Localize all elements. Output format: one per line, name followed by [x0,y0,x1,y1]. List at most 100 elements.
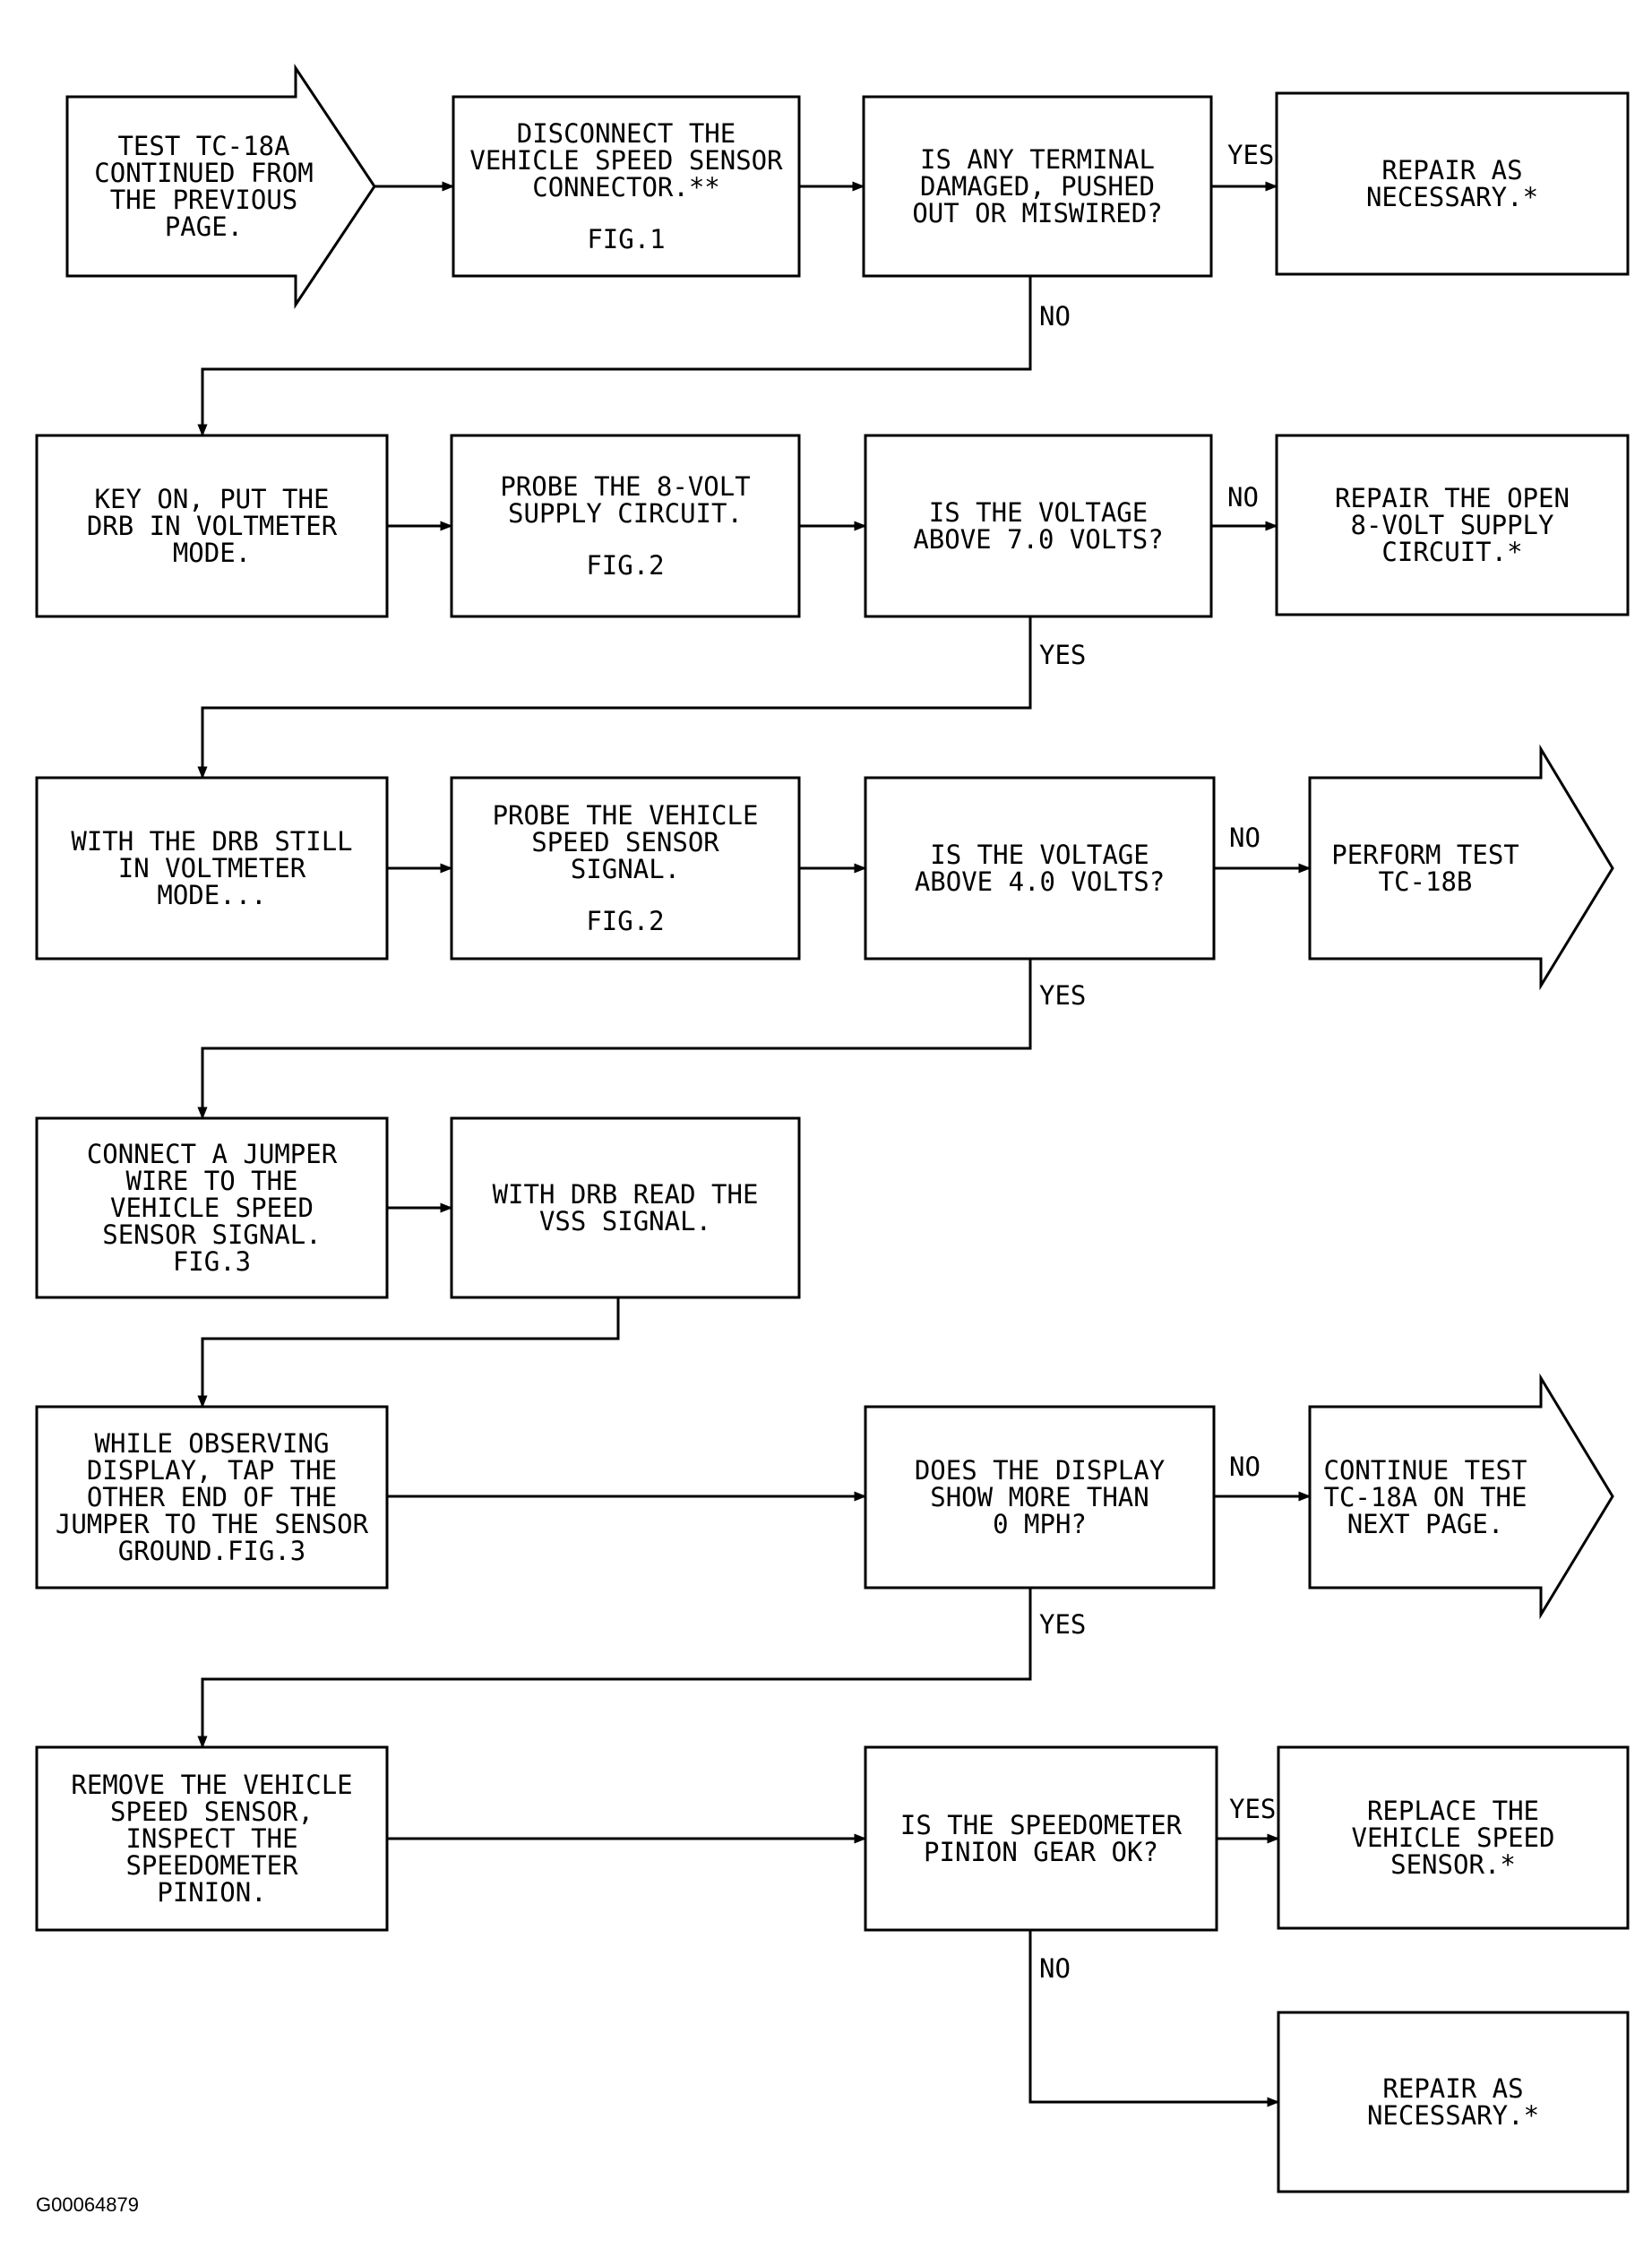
node-q-mph-shape [864,1405,1216,1590]
node-text-line: NECESSARY.* [1365,182,1539,212]
node-repair-2-shape [1277,2011,1630,2193]
node-text-line: PAGE. [164,211,244,242]
node-text-line: DAMAGED, PUSHED [920,171,1155,202]
node-text-line: IS THE VOLTAGE [928,497,1149,528]
edge-label-no: NO [1229,1452,1261,1482]
node-text-line: REPLACE THE [1366,1796,1540,1826]
node-text-line: CIRCUIT.* [1381,537,1523,567]
node-text-line: NEXT PAGE. [1347,1509,1504,1539]
edge-label-yes: YES [1039,1609,1087,1640]
node-text-line: SHOW MORE THAN [930,1482,1149,1512]
node-text-line: PROBE THE 8-VOLT [500,471,751,502]
node-text-line: ABOVE 7.0 VOLTS? [913,524,1164,555]
node-text-line: OTHER END OF THE [86,1482,338,1512]
node-text-line: CONTINUED FROM [94,158,314,188]
node-text-line: DISCONNECT THE [516,118,736,149]
edge-q-terminal-to-key-on [197,276,1032,437]
node-text-line: VEHICLE SPEED SENSOR [469,145,783,176]
edge-q-mph-to-remove-vss [197,1588,1032,1749]
node-text-line: VSS SIGNAL. [538,1206,712,1236]
document-id: G00064879 [36,2193,139,2216]
node-text-line: SENSOR SIGNAL. [102,1219,322,1250]
node-text-line: CONNECTOR.** [532,172,720,202]
node-text-line: FIG.3 [172,1246,252,1277]
node-text-line: CONNECT A JUMPER [86,1139,338,1169]
node-text-line: TC-18A ON THE [1323,1482,1527,1512]
node-tap-jumper-shape [35,1405,389,1590]
node-text-line: REPAIR AS [1381,155,1523,185]
edge-label-yes: YES [1227,140,1275,170]
node-text-line: DOES THE DISPLAY [914,1455,1166,1486]
edge-q-pinion-to-repair-2 [1028,1930,1280,2107]
edge-label-yes: YES [1039,980,1087,1011]
node-text-line: 0 MPH? [993,1509,1087,1539]
node-text-line: SIGNAL. [570,854,681,884]
node-text-line: WIRE TO THE [125,1166,298,1196]
node-text-line: WHILE OBSERVING [94,1428,330,1459]
node-remove-vss-shape [35,1745,389,1932]
edge-label-no: NO [1227,482,1259,513]
edge-label-yes: YES [1039,640,1087,670]
figure-reference: FIG.2 [586,550,665,581]
figure-reference: FIG.2 [586,906,665,936]
node-text-line: SPEED SENSOR, [110,1796,314,1827]
node-text-line: MODE. [172,538,252,568]
node-text-line: SENSOR.* [1390,1849,1516,1880]
node-text-line: DRB IN VOLTMETER [86,511,338,541]
edge-read-vss-to-tap-jumper [197,1297,620,1409]
figure-reference: FIG.1 [587,224,666,254]
node-disconnect-shape [452,95,801,278]
node-text-line: VEHICLE SPEED [1351,1822,1555,1853]
node-text-line: IN VOLTMETER [117,853,306,883]
node-text-line: TC-18B [1378,866,1473,897]
node-probe-vss-shape [450,776,801,961]
node-text-line: OUT OR MISWIRED? [912,198,1163,228]
node-text-line: REPAIR AS [1382,2073,1524,2104]
edge-label-no: NO [1039,301,1071,332]
node-text-line: VEHICLE SPEED [110,1193,314,1223]
node-text-line: TEST TC-18A [117,131,290,161]
node-text-line: WITH DRB READ THE [492,1179,759,1210]
node-text-line: IS THE VOLTAGE [930,840,1149,870]
node-text-line: ABOVE 4.0 VOLTS? [914,866,1166,897]
node-text-line: KEY ON, PUT THE [94,484,330,514]
node-replace-vss-shape [1277,1745,1630,1930]
node-text-line: SPEEDOMETER [125,1850,298,1881]
node-text-line: WITH THE DRB STILL [71,826,353,857]
node-text-line: DISPLAY, TAP THE [86,1455,338,1486]
node-connect-jumper-shape [35,1116,389,1299]
node-text-line: PROBE THE VEHICLE [492,800,759,831]
node-text-line: PINION. [157,1877,267,1908]
node-text-line: PERFORM TEST [1331,840,1519,870]
edge-label-no: NO [1229,823,1261,853]
node-text-line: IS ANY TERMINAL [920,144,1155,175]
node-text-line: 8-VOLT SUPPLY [1350,510,1554,540]
edge-label-no: NO [1039,1953,1071,1984]
node-perform-18b-shape [1308,744,1614,991]
node-q-pinion-shape [864,1745,1218,1932]
node-text-line: PINION GEAR OK? [924,1837,1158,1867]
node-text-line: IS THE SPEEDOMETER [899,1810,1183,1840]
edge-q-7v-to-drb-still [197,616,1032,780]
node-text-line: MODE... [157,880,267,910]
node-text-line: NECESSARY.* [1366,2100,1540,2131]
node-text-line: REMOVE THE VEHICLE [71,1770,353,1800]
node-text-line: THE PREVIOUS [109,185,298,215]
